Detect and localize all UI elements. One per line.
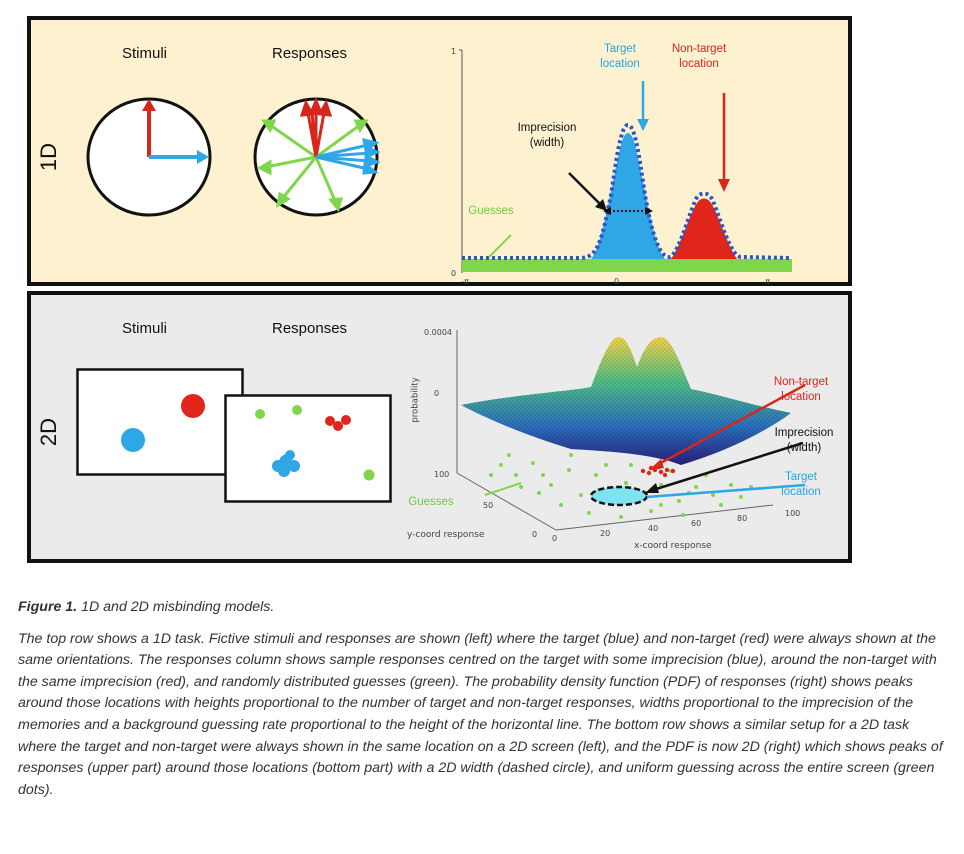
row-label-1d: 1D [36,142,61,172]
pdf-dashed-outline [462,122,790,260]
target-location-label-1d: Target location [600,43,640,70]
responses-clock-1d [253,97,381,217]
caption-body: The top row shows a 1D task. Fictive sti… [18,630,943,798]
x-tick-80-2d: 80 [737,514,748,523]
panel-2d: 2D Stimuli Responses [27,291,852,563]
guesses-label-2d: Guesses [408,496,454,508]
y-axis-label-2d: y-coord response [407,530,485,540]
z-axis-label-2d: probability [410,377,421,423]
target-location-label-2d: Target location [781,471,821,498]
caption-title: Figure 1. 1D and 2D misbinding models. [18,597,948,619]
x-tick-right-1d: π [765,277,770,286]
y-tick-top-1d: 1 [451,47,457,56]
x-tick-left-1d: -π [461,277,469,286]
y-tick-0-2d: 0 [532,530,538,539]
z-tick-zero-2d: 0 [434,389,440,398]
nontarget-dot-cluster [640,464,676,478]
panel-1d: 1D Stimuli Responses [27,16,852,286]
target-width-ellipse [589,485,649,507]
x-tick-60-2d: 60 [691,519,702,528]
x-tick-100-2d: 100 [785,509,801,518]
pdf-surface-2d [456,330,806,531]
nontarget-location-label-2d: Non-target location [773,376,829,403]
stimuli-clock-1d [86,97,212,217]
figure-caption: Figure 1. 1D and 2D misbinding models. T… [18,597,948,801]
y-tick-100-2d: 100 [434,470,450,479]
stimuli-heading-1d: Stimuli [122,45,168,62]
stimuli-heading-2d: Stimuli [122,320,168,337]
stimuli-screen-2d [76,368,244,476]
y-tick-50-2d: 50 [483,501,494,510]
x-tick-40-2d: 40 [648,524,659,533]
x-axis-label-2d: x-coord response [634,541,712,551]
responses-heading-1d: Responses [272,45,348,62]
x-tick-mid-1d: 0 [614,277,620,286]
target-peak [591,133,665,259]
z-tick-top-2d: 0.0004 [424,328,452,337]
guesses-label-1d: Guesses [468,205,514,217]
responses-screen-2d [224,394,392,503]
pdf-plot-1d [459,49,792,273]
caption-title-text: 1D and 2D misbinding models. [77,599,275,615]
x-tick-20-2d: 20 [600,529,611,538]
row-label-2d: 2D [36,417,61,447]
nontarget-peak [671,198,737,259]
guess-baseline-band [462,259,792,272]
imprecision-label-2d: Imprecision (width) [774,427,834,454]
nontarget-location-label-1d: Non-target location [671,43,727,70]
imprecision-label-1d: Imprecision (width) [517,122,577,149]
x-tick-0-2d: 0 [552,534,558,543]
y-tick-bottom-1d: 0 [451,269,457,278]
responses-heading-2d: Responses [272,320,348,337]
caption-figure-number: Figure 1. [18,599,78,615]
